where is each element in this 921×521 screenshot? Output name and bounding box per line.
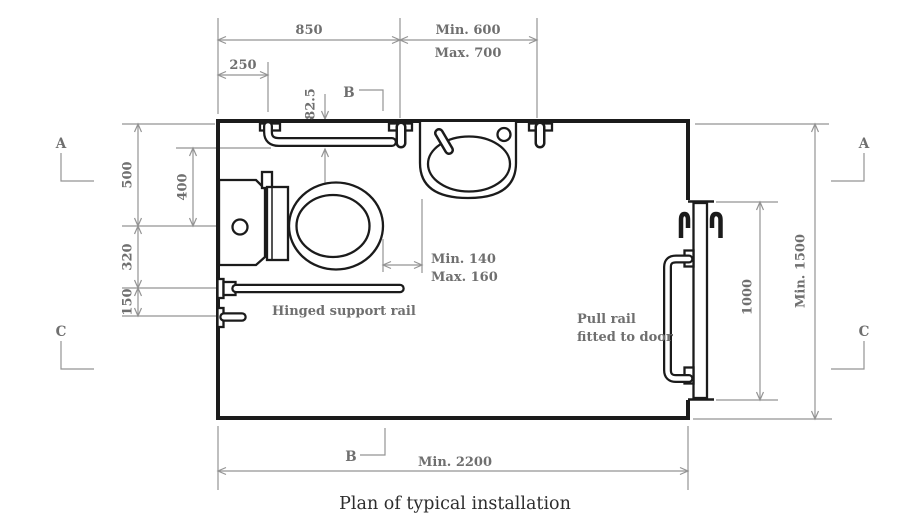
basin	[418, 122, 518, 200]
hinged-support-rail-label: Hinged support rail	[272, 304, 416, 319]
pull-rail-label-line2: fitted to door	[577, 330, 673, 345]
dim-min600-label: Min. 600	[436, 23, 501, 38]
dim-max700-label: Max. 700	[435, 46, 502, 61]
dim-320-label: 320	[121, 243, 136, 270]
tap	[496, 126, 512, 143]
room-walls	[216, 119, 714, 420]
dim-max160-label: Max. 160	[431, 270, 498, 285]
drop-rail-right-of-basin	[527, 121, 554, 149]
section-b-bottom: B	[345, 449, 356, 465]
toilet	[217, 170, 385, 271]
annotation-labels: Hinged support rail Pull rail fitted to …	[272, 304, 673, 345]
dimension-lines	[133, 35, 820, 476]
pull-rail-label-line1: Pull rail	[577, 312, 636, 327]
section-a-right: A	[858, 136, 870, 152]
section-a-left: A	[55, 136, 67, 152]
extension-lines	[122, 18, 832, 490]
dim-min140-label: Min. 140	[431, 252, 496, 267]
wall-grab-rail	[258, 121, 414, 149]
dim-850-label: 850	[295, 23, 322, 38]
dimension-labels: 850 Min. 600 Max. 700 250 82.5 500 400 3…	[121, 23, 809, 470]
dim-400-label: 400	[176, 173, 191, 200]
pull-rail	[663, 249, 695, 385]
section-marker-brackets	[60, 89, 865, 456]
pan-inner	[295, 193, 371, 259]
dim-min1500-label: Min. 1500	[794, 234, 809, 308]
flush-button	[231, 218, 249, 236]
folded-rail-bracket	[216, 306, 247, 329]
dim-250-label: 250	[229, 58, 256, 73]
dim-500-label: 500	[121, 161, 136, 188]
dim-1000-label: 1000	[741, 279, 756, 315]
dim-min2200-label: Min. 2200	[418, 455, 492, 470]
door	[678, 201, 723, 400]
section-c-right: C	[859, 324, 870, 340]
dim-82-5-label: 82.5	[304, 88, 319, 120]
cistern-pipe	[260, 170, 274, 190]
section-marker-labels: A C A C B B	[55, 85, 870, 465]
seat-hinge	[265, 185, 290, 262]
dim-150-label: 150	[121, 288, 136, 315]
door-hinge-left	[678, 211, 691, 238]
door-hinge-right	[709, 211, 723, 238]
section-c-left: C	[56, 324, 67, 340]
hinged-support-rail	[216, 277, 405, 300]
section-b-top: B	[343, 85, 354, 101]
diagram-caption: Plan of typical installation	[339, 494, 571, 514]
